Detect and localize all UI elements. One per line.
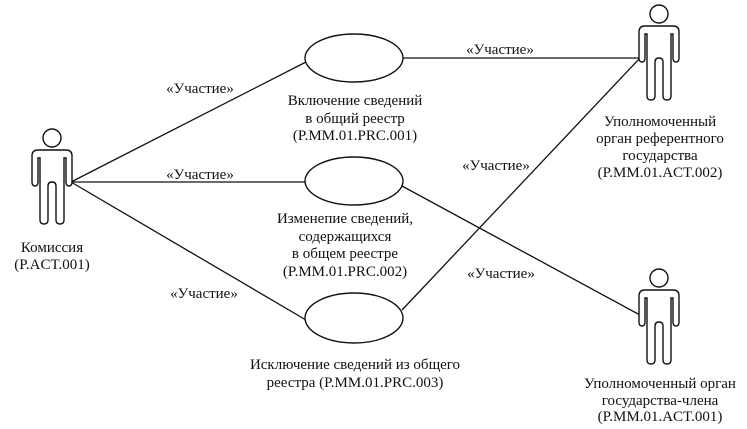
actor-reference-state-icon[interactable] (638, 4, 680, 101)
association-commission-uc3 (70, 181, 307, 321)
use-case-uc2-label: в общем реестре (292, 246, 398, 262)
use-case-uc1-label: Включение сведений (288, 93, 423, 109)
association-label: «Участие» (170, 286, 238, 302)
actor-member-state-label: (P.MM.01.ACT.001) (598, 409, 723, 425)
association-label: «Участие» (467, 266, 535, 282)
actor-reference-state-label: (P.MM.01.ACT.002) (598, 165, 723, 181)
actor-commission-label: (P.ACT.001) (14, 257, 90, 273)
actor-member-state-icon[interactable] (638, 268, 680, 365)
actor-member-state-label: Уполномоченный орган (584, 376, 736, 392)
association-commission-uc1 (70, 61, 307, 183)
use-case-uc1[interactable] (304, 33, 404, 83)
actor-reference-state-label: государства (622, 148, 698, 164)
actor-reference-state-label: орган референтного (596, 131, 724, 147)
association-uc2-member-state (401, 185, 641, 316)
use-case-uc2[interactable] (304, 156, 404, 206)
actor-member-state-label: государства-члена (602, 393, 719, 409)
use-case-uc2-label: содержащихся (299, 229, 392, 245)
actor-commission-label: Комиссия (21, 240, 83, 256)
use-case-uc1-label: (P.MM.01.PRC.001) (293, 128, 417, 144)
association-label: «Участие» (166, 167, 234, 183)
association-label: «Участие» (462, 158, 530, 174)
association-label: «Участие» (166, 81, 234, 97)
use-case-uc2-label: (P.MM.01.PRC.002) (283, 264, 407, 280)
use-case-uc3[interactable] (304, 292, 404, 344)
association-uc3-reference-state (401, 57, 641, 311)
use-case-uc1-label: в общий реестр (305, 111, 404, 127)
use-case-uc3-label: Исключение сведений из общего (250, 357, 460, 373)
actor-reference-state-label: Уполномоченный (604, 114, 716, 130)
actor-commission-icon[interactable] (31, 128, 73, 225)
association-label: «Участие» (466, 42, 534, 58)
use-case-uc3-label: реестра (P.MM.01.PRC.003) (267, 375, 444, 391)
use-case-uc2-label: Изменепие сведений, (277, 211, 413, 227)
